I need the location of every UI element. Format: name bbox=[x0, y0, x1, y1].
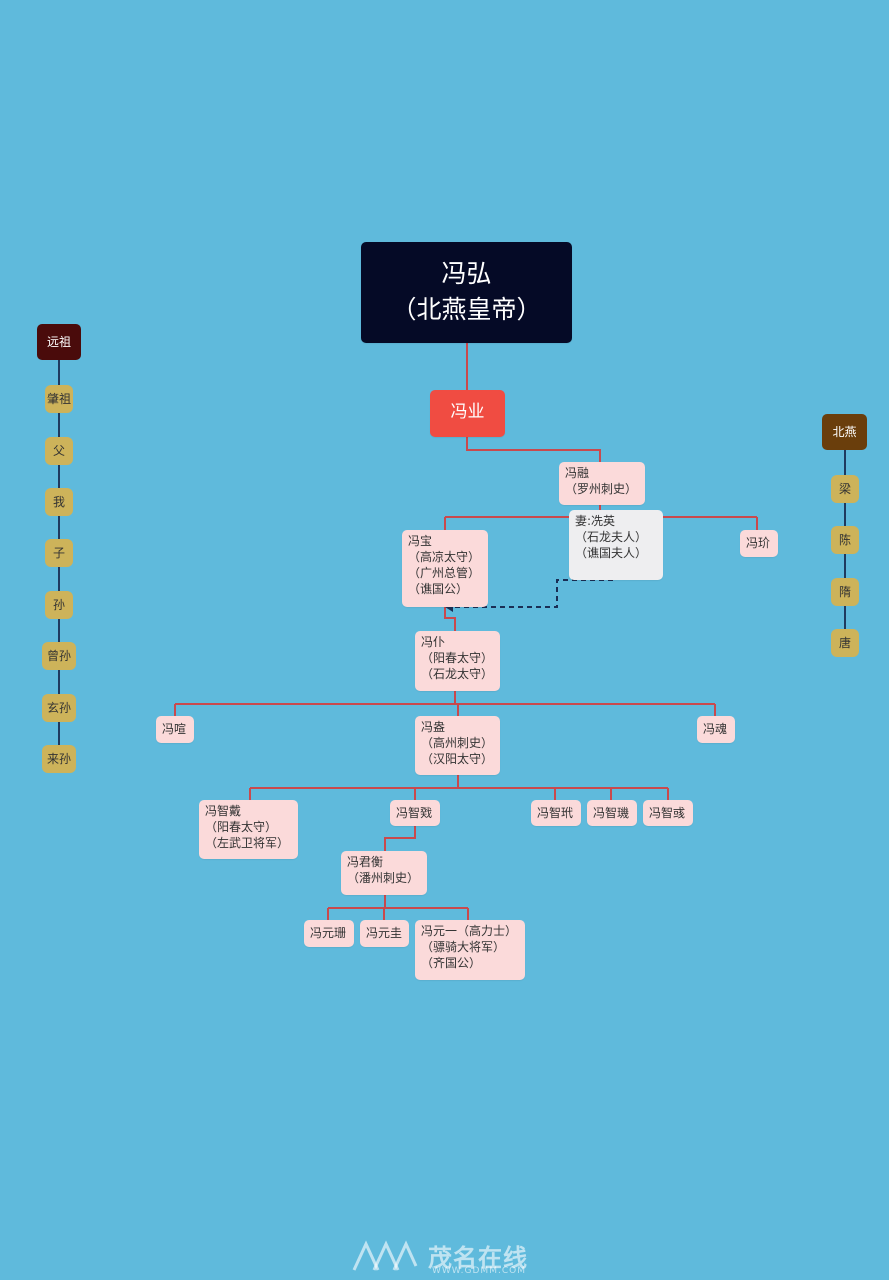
node-title: （广州总管） bbox=[408, 566, 481, 580]
legend-generation-item: 肇祖 bbox=[45, 385, 73, 413]
node-title: （阳春太守） bbox=[421, 651, 494, 665]
node-name: 冯弘 bbox=[441, 259, 492, 288]
node-title: （罗州刺史） bbox=[565, 482, 638, 496]
node-name: 冯喧 bbox=[162, 722, 187, 736]
node-title: （北燕皇帝） bbox=[391, 295, 542, 324]
link-junheng-children bbox=[327, 895, 469, 920]
node-name: 冯智戣 bbox=[396, 806, 433, 820]
legend-generation-item: 我 bbox=[45, 488, 73, 516]
legend-dynasties-head: 北燕 bbox=[822, 414, 867, 450]
node-name: 冯智戴 bbox=[205, 804, 242, 818]
node-feng-zhiyu[interactable]: 冯智彧 bbox=[643, 800, 693, 826]
node-feng-hong[interactable]: 冯弘 （北燕皇帝） bbox=[361, 242, 572, 343]
legend-generation-item: 子 bbox=[45, 539, 73, 567]
node-name: 冯玠 bbox=[746, 536, 771, 550]
legend-dynasty-item: 隋 bbox=[831, 578, 859, 606]
node-feng-zhiqiu[interactable]: 冯智玳 bbox=[531, 800, 581, 826]
node-title: （高州刺史） bbox=[421, 736, 494, 750]
node-feng-junheng[interactable]: 冯君衡 （潘州刺史） bbox=[341, 851, 427, 895]
node-feng-jie[interactable]: 冯玠 bbox=[740, 530, 778, 557]
node-title: （左武卫将军） bbox=[205, 836, 290, 850]
node-name: 冯融 bbox=[565, 466, 590, 480]
node-feng-ye[interactable]: 冯业 bbox=[430, 390, 505, 437]
node-name: 冯元圭 bbox=[366, 926, 403, 940]
legend-generations-head: 远祖 bbox=[37, 324, 81, 360]
legend-generation-item: 父 bbox=[45, 437, 73, 465]
node-feng-yuanshan[interactable]: 冯元珊 bbox=[304, 920, 354, 947]
node-name: 冯盎 bbox=[421, 720, 446, 734]
legend-dynasties: 北燕 梁 陈 隋 唐 bbox=[822, 414, 867, 664]
node-title: （石龙太守） bbox=[421, 667, 494, 681]
legend-generation-item: 曾孙 bbox=[42, 642, 76, 670]
legend-generations: 远祖 肇祖 父 我 子 孙 曾孙 玄孙 来孙 bbox=[37, 324, 81, 774]
node-title: （阳春太守） bbox=[205, 820, 278, 834]
node-feng-rong[interactable]: 冯融 （罗州刺史） bbox=[559, 462, 645, 505]
node-feng-zhiji[interactable]: 冯智璣 bbox=[587, 800, 637, 826]
node-name: 冯智璣 bbox=[593, 806, 630, 820]
node-title: （汉阳太守） bbox=[421, 752, 494, 766]
node-name: 冯魂 bbox=[703, 722, 728, 736]
node-feng-bao[interactable]: 冯宝 （高凉太守） （广州总管） （谯国公） bbox=[402, 530, 488, 607]
watermark-text: 茂名在线 bbox=[428, 1244, 528, 1272]
node-name: 冯元珊 bbox=[310, 926, 347, 940]
node-name: 冯君衡 bbox=[347, 855, 384, 869]
legend-generation-item: 玄孙 bbox=[42, 694, 76, 722]
node-feng-hun[interactable]: 冯魂 bbox=[697, 716, 735, 743]
node-title: （骠骑大将军） bbox=[421, 940, 506, 954]
watermark-url: WWW.GDMM.COM bbox=[432, 1266, 526, 1276]
node-feng-yuangui[interactable]: 冯元圭 bbox=[360, 920, 409, 947]
node-title: （高凉太守） bbox=[408, 550, 481, 564]
watermark-logo-icon bbox=[352, 1240, 418, 1271]
node-title: （齐国公） bbox=[421, 956, 482, 970]
link-fengye-fengrong bbox=[466, 437, 601, 462]
node-name: 冯智玳 bbox=[537, 806, 574, 820]
link-fengang-children bbox=[249, 775, 669, 800]
node-name: 冯元一（高力士） bbox=[421, 924, 518, 938]
node-feng-zhidai[interactable]: 冯智戴 （阳春太守） （左武卫将军） bbox=[199, 800, 298, 859]
node-name: 冯业 bbox=[450, 402, 485, 422]
node-name: 妻:冼英 bbox=[575, 514, 616, 528]
node-feng-ang[interactable]: 冯盎 （高州刺史） （汉阳太守） bbox=[415, 716, 500, 775]
legend-dynasty-item: 唐 bbox=[831, 629, 859, 657]
node-title: （谯国公） bbox=[408, 582, 469, 596]
node-wife-xian-ying[interactable]: 妻:冼英 （石龙夫人） （谯国夫人） bbox=[569, 510, 663, 580]
link-wife-fengbao bbox=[452, 579, 613, 608]
node-title: （潘州刺史） bbox=[347, 871, 420, 885]
node-name: 冯宝 bbox=[408, 534, 433, 548]
node-name: 冯仆 bbox=[421, 635, 446, 649]
node-feng-zhishi[interactable]: 冯智戣 bbox=[390, 800, 440, 826]
node-title: （石龙夫人） bbox=[575, 530, 648, 544]
link-fengpu-children bbox=[174, 691, 716, 716]
legend-generation-item: 孙 bbox=[45, 591, 73, 619]
link-fengbao-fengpu bbox=[444, 607, 456, 631]
node-feng-xuan[interactable]: 冯喧 bbox=[156, 716, 194, 743]
node-title: （谯国夫人） bbox=[575, 546, 648, 560]
node-name: 冯智彧 bbox=[649, 806, 686, 820]
legend-dynasty-item: 梁 bbox=[831, 475, 859, 503]
legend-generation-item: 来孙 bbox=[42, 745, 76, 773]
node-feng-pu[interactable]: 冯仆 （阳春太守） （石龙太守） bbox=[415, 631, 500, 691]
legend-dynasty-item: 陈 bbox=[831, 526, 859, 554]
link-zhishi-junheng bbox=[384, 826, 416, 851]
node-feng-yuanyi[interactable]: 冯元一（高力士） （骠骑大将军） （齐国公） bbox=[415, 920, 525, 980]
